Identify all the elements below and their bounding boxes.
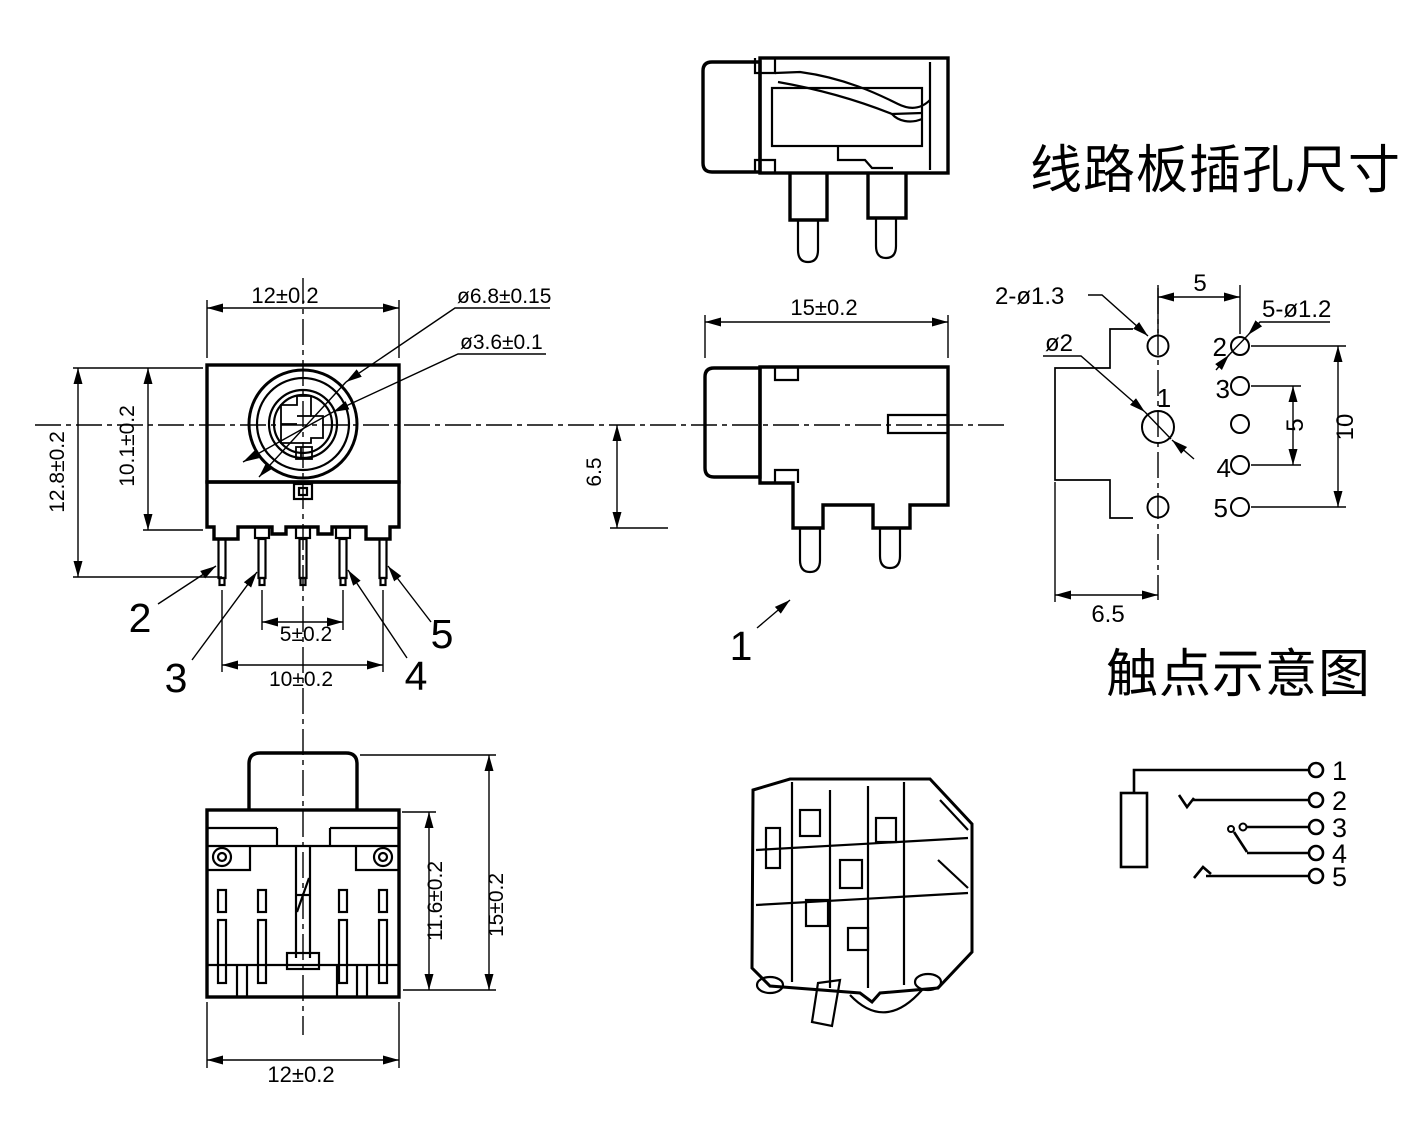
side-pin-offset-dim: 6.5 bbox=[583, 457, 606, 486]
side-part-label: 1 bbox=[730, 623, 753, 669]
pcb-pitch-25-dim: 10 bbox=[1332, 414, 1359, 441]
pin-label-2: 2 bbox=[129, 595, 152, 641]
hole-number-3: 3 bbox=[1216, 374, 1230, 404]
hole-number-1: 1 bbox=[1157, 383, 1171, 413]
pin-pitch-inner-dim: 5±0.2 bbox=[280, 623, 332, 646]
pin-label-4: 4 bbox=[405, 653, 428, 699]
hole-number-4: 4 bbox=[1217, 453, 1231, 483]
pcb-pitch-top-dim: 5 bbox=[1193, 270, 1206, 297]
side-view bbox=[703, 365, 950, 574]
mount-holes-label: 2-ø1.3 bbox=[995, 283, 1064, 310]
front-total-height-dim: 12.8±0.2 bbox=[46, 431, 69, 513]
center-hole-label: ø2 bbox=[1045, 330, 1073, 357]
front-contact-detail bbox=[280, 395, 324, 460]
pcb-hole-title: 线路板插孔尺寸 bbox=[1030, 142, 1401, 200]
pin-label-3: 3 bbox=[165, 655, 188, 701]
pcb-layout-dimensions: 5 2-ø1.3 5-ø1.2 ø2 1 2 3 4 5 5 10 6.5 bbox=[995, 270, 1359, 628]
bottom-slots bbox=[216, 888, 389, 985]
bottom-center-contact bbox=[285, 846, 321, 971]
terminal-label-3: 3 bbox=[1332, 813, 1347, 843]
hole-number-5: 5 bbox=[1214, 493, 1228, 523]
front-body-height-dim: 10.1±0.2 bbox=[116, 405, 139, 487]
terminal-label-1: 1 bbox=[1332, 756, 1347, 786]
cross-section-view bbox=[701, 56, 950, 264]
bottom-view bbox=[205, 751, 401, 999]
bottom-width-dim: 12±0.2 bbox=[267, 1062, 334, 1087]
front-pins bbox=[217, 525, 388, 587]
pin-holes-label: 5-ø1.2 bbox=[1262, 296, 1331, 323]
contact-diagram-title: 触点示意图 bbox=[1106, 646, 1371, 704]
inner-dia-label: ø3.6±0.1 bbox=[460, 331, 543, 354]
bottom-view-dimensions: 11.6±0.2 15±0.2 12±0.2 bbox=[206, 754, 508, 1087]
isometric-view bbox=[750, 777, 974, 1028]
front-view-dimensions: 12±0.2 ø6.8±0.15 ø3.6±0.1 12.8±0.2 10.1±… bbox=[46, 283, 551, 701]
bottom-body-height-dim: 11.6±0.2 bbox=[424, 861, 447, 941]
bottom-total-height-dim: 15±0.2 bbox=[485, 873, 508, 937]
contact-schematic: 1 2 3 4 5 bbox=[1119, 756, 1347, 892]
terminal-label-4: 4 bbox=[1332, 839, 1347, 869]
pin-pitch-outer-dim: 10±0.2 bbox=[269, 668, 333, 691]
pcb-hole-layout bbox=[1054, 328, 1250, 519]
pcb-pitch-34-dim: 5 bbox=[1282, 418, 1309, 431]
pcb-offset-bottom-dim: 6.5 bbox=[1091, 601, 1124, 628]
front-view bbox=[205, 363, 401, 587]
centerlines bbox=[35, 278, 1159, 1035]
terminal-label-2: 2 bbox=[1332, 786, 1347, 816]
terminal-label-5: 5 bbox=[1332, 862, 1347, 892]
front-width-dim: 12±0.2 bbox=[251, 283, 318, 308]
outer-dia-label: ø6.8±0.15 bbox=[457, 285, 551, 308]
hole-number-2: 2 bbox=[1213, 332, 1227, 362]
side-view-dimensions: 15±0.2 6.5 1 bbox=[583, 295, 949, 669]
pin-label-5: 5 bbox=[431, 611, 454, 657]
side-depth-dim: 15±0.2 bbox=[790, 295, 857, 320]
